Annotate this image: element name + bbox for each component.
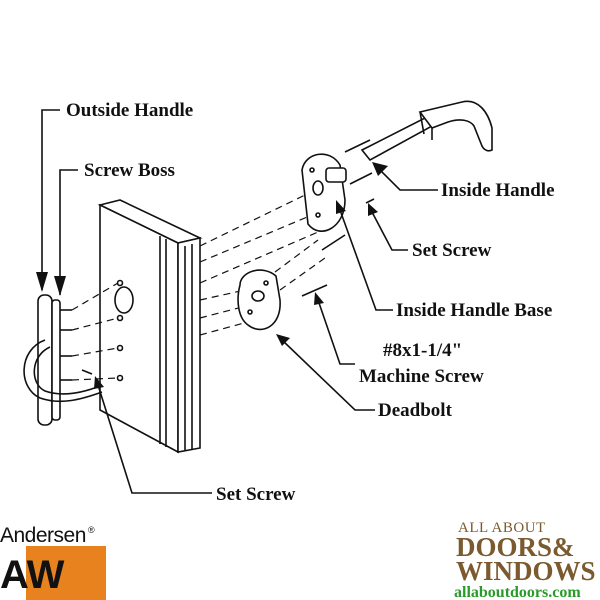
- inside-handle-part: [360, 100, 493, 162]
- alignment-lines-right: [199, 194, 326, 336]
- watermark-url: allaboutdoors.com: [454, 584, 581, 600]
- andersen-logo: Andersen ® AW: [0, 524, 106, 600]
- label-screw-boss: Screw Boss: [84, 160, 175, 181]
- registered-mark: ®: [88, 525, 95, 535]
- andersen-aw-mark: AW: [0, 553, 65, 597]
- allaboutdoors-watermark: ALL ABOUT DOORS& WINDOWS allaboutdoors.c…: [454, 520, 596, 600]
- label-deadbolt: Deadbolt: [378, 400, 453, 421]
- label-outside-handle: Outside Handle: [66, 100, 193, 121]
- label-set-screw-bottom: Set Screw: [216, 484, 296, 505]
- label-machine-screw: Machine Screw: [359, 366, 484, 387]
- label-screw-size: #8x1-1/4": [383, 340, 462, 361]
- andersen-brand-text: Andersen: [0, 524, 86, 547]
- watermark-line1: ALL ABOUT: [458, 520, 546, 536]
- inside-handle-base-part: [301, 153, 347, 232]
- door-panel: [97, 199, 203, 454]
- leader-lines: [36, 109, 438, 494]
- alignment-lines-left: [71, 282, 119, 381]
- watermark-line2: DOORS&: [456, 532, 575, 562]
- watermark-line3: WINDOWS: [456, 556, 596, 586]
- label-inside-handle-base: Inside Handle Base: [396, 300, 552, 321]
- deadbolt-part: [237, 269, 281, 331]
- andersen-logo-block: [26, 546, 106, 600]
- label-inside-handle: Inside Handle: [441, 180, 555, 201]
- label-set-screw-top: Set Screw: [412, 240, 492, 261]
- outside-handle-part: [23, 294, 103, 426]
- screws: [81, 139, 375, 375]
